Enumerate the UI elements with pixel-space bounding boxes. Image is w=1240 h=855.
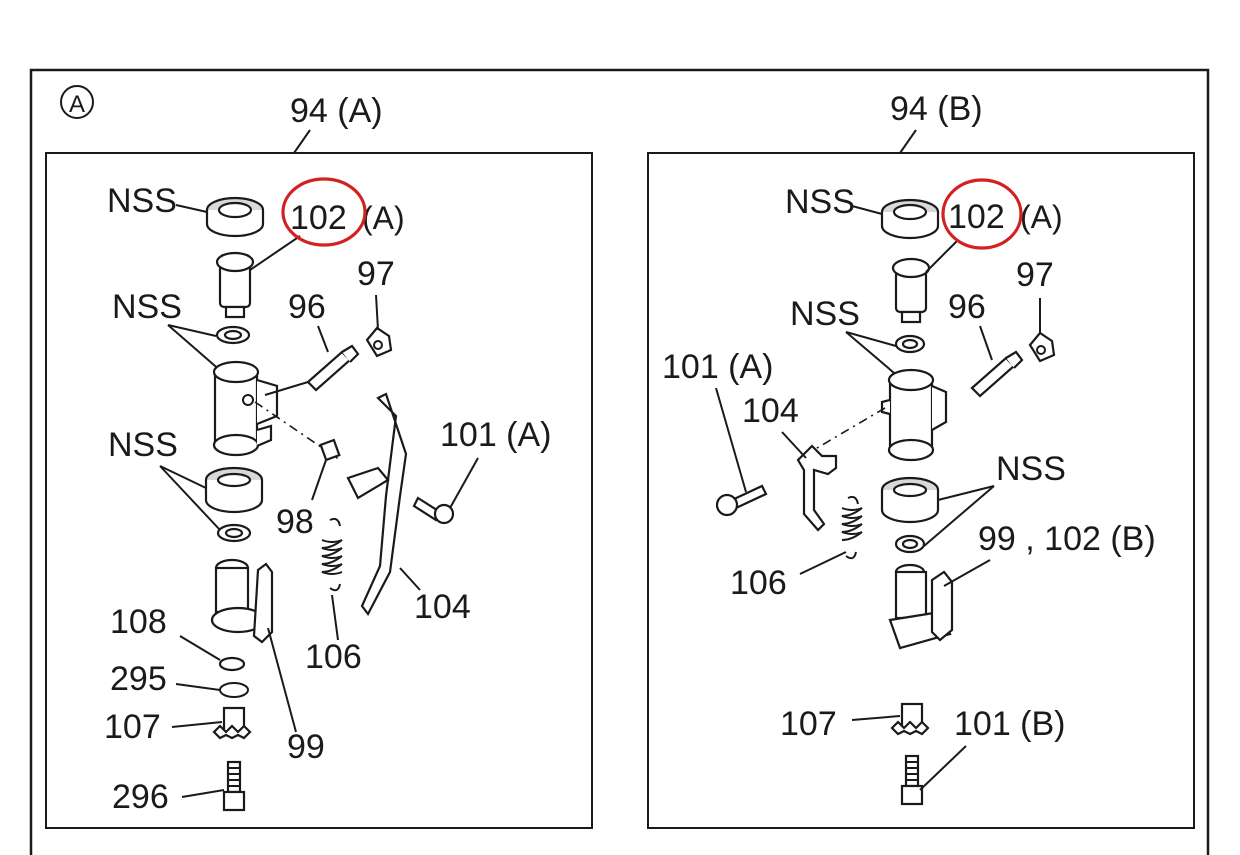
left-highlight-circle: [281, 177, 367, 247]
left-label-97: 97: [357, 255, 395, 293]
left-panel: 94 (A) NSS 102 (A) 97 96 NSS: [45, 92, 593, 829]
left-label-nss-low: NSS: [108, 426, 178, 464]
bleeder-96-part: [306, 350, 352, 392]
right-bleeder-96-part: [970, 356, 1016, 398]
left-panel-title: 94 (A): [290, 92, 383, 130]
left-label-98: 98: [276, 503, 314, 541]
left-panel-frame: [45, 152, 593, 829]
left-label-96: 96: [288, 288, 326, 326]
screw-296-part: [226, 760, 242, 794]
spring-106-part: [321, 539, 343, 575]
left-label-296: 296: [112, 778, 169, 816]
right-label-96: 96: [948, 288, 986, 326]
right-label-104: 104: [742, 392, 799, 430]
left-label-104: 104: [414, 588, 471, 626]
right-label-101a: 101 (A): [662, 348, 774, 386]
outer-frame: [29, 68, 1210, 855]
plate-98-part: [319, 438, 341, 462]
lever-99-part: [252, 562, 274, 644]
right-label-97: 97: [1016, 256, 1054, 294]
right-label-nss-top: NSS: [785, 183, 855, 221]
right-label-107: 107: [780, 705, 837, 743]
right-highlight-circle: [941, 178, 1023, 250]
section-marker-letter: A: [69, 91, 85, 118]
left-label-nss-mid: NSS: [112, 288, 182, 326]
left-label-108: 108: [110, 603, 167, 641]
left-label-nss-top: NSS: [107, 182, 177, 220]
section-marker: A: [60, 85, 94, 119]
right-panel-title: 94 (B): [890, 90, 983, 128]
right-label-nss-low: NSS: [996, 450, 1066, 488]
left-label-102: 102: [290, 199, 347, 237]
left-label-102-suffix: (A): [362, 200, 405, 236]
oring-295-part: [219, 682, 249, 698]
right-screw-101b-part: [904, 754, 920, 788]
right-label-99-102b: 99 , 102 (B): [978, 520, 1156, 558]
right-panel-frame: [647, 152, 1195, 829]
left-label-295: 295: [110, 660, 167, 698]
right-label-101b: 101 (B): [954, 705, 1066, 743]
left-label-106: 106: [305, 638, 362, 676]
right-label-nss-mid: NSS: [790, 295, 860, 333]
right-label-102: 102: [948, 198, 1005, 236]
left-label-107: 107: [104, 708, 161, 746]
right-bracket-104-part: [796, 444, 838, 532]
right-label-102-suffix: (A): [1020, 199, 1063, 235]
washer-108-part: [218, 656, 246, 672]
right-spring-106-part: [841, 507, 863, 541]
bracket-104-part: [360, 392, 408, 617]
right-lever-99-part: [930, 570, 954, 642]
right-panel: 94 (B) NSS 102 (A) 97 96 NSS: [647, 90, 1195, 829]
left-label-101a: 101 (A): [440, 416, 552, 454]
right-label-106: 106: [730, 564, 787, 602]
left-label-99: 99: [287, 728, 325, 766]
